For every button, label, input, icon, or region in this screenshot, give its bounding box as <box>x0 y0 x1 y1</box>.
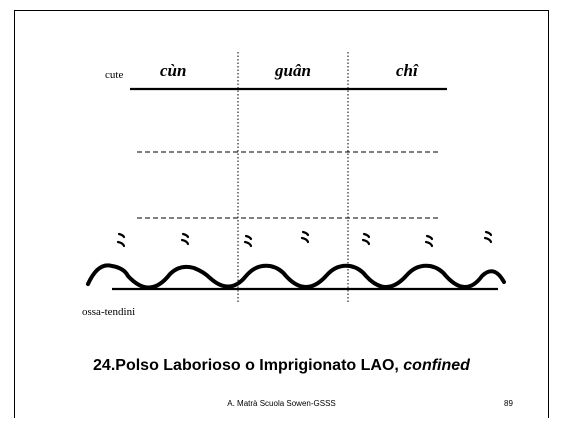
pulse-tick <box>181 232 190 239</box>
slide-caption: 24.Polso Laborioso o Imprigionato LAO, c… <box>0 357 563 375</box>
pulse-tick <box>484 230 493 237</box>
pulse-tick <box>243 240 253 248</box>
pulse-tick <box>116 240 126 248</box>
pulse-tick <box>483 236 493 244</box>
zone-label-chi: chî <box>396 61 419 80</box>
pulse-tick <box>244 234 253 241</box>
pulse-tick <box>117 232 126 239</box>
zone-label-cun: cùn <box>160 61 186 80</box>
footer-author: A. Matrà Scuola Sowen-GSSS <box>227 399 336 408</box>
pulse-tick <box>180 238 190 246</box>
pulse-tick <box>300 236 310 244</box>
pulse-tick <box>361 238 371 246</box>
pulse-tick <box>362 232 371 239</box>
pulse-wave <box>86 263 506 290</box>
pulse-tick <box>425 234 434 241</box>
slide-frame <box>14 10 549 418</box>
skin-label: cute <box>105 69 123 81</box>
bone-tendon-label: ossa-tendini <box>82 306 135 318</box>
page-number: 89 <box>504 399 513 408</box>
pulse-tick <box>424 240 434 248</box>
caption-text: 24.Polso Laborioso o Imprigionato LAO, <box>93 357 404 374</box>
pulse-ticks <box>116 230 493 248</box>
caption-emphasis: confined <box>403 357 470 374</box>
pulse-tick <box>301 230 310 237</box>
zone-label-guan: guân <box>274 61 311 80</box>
